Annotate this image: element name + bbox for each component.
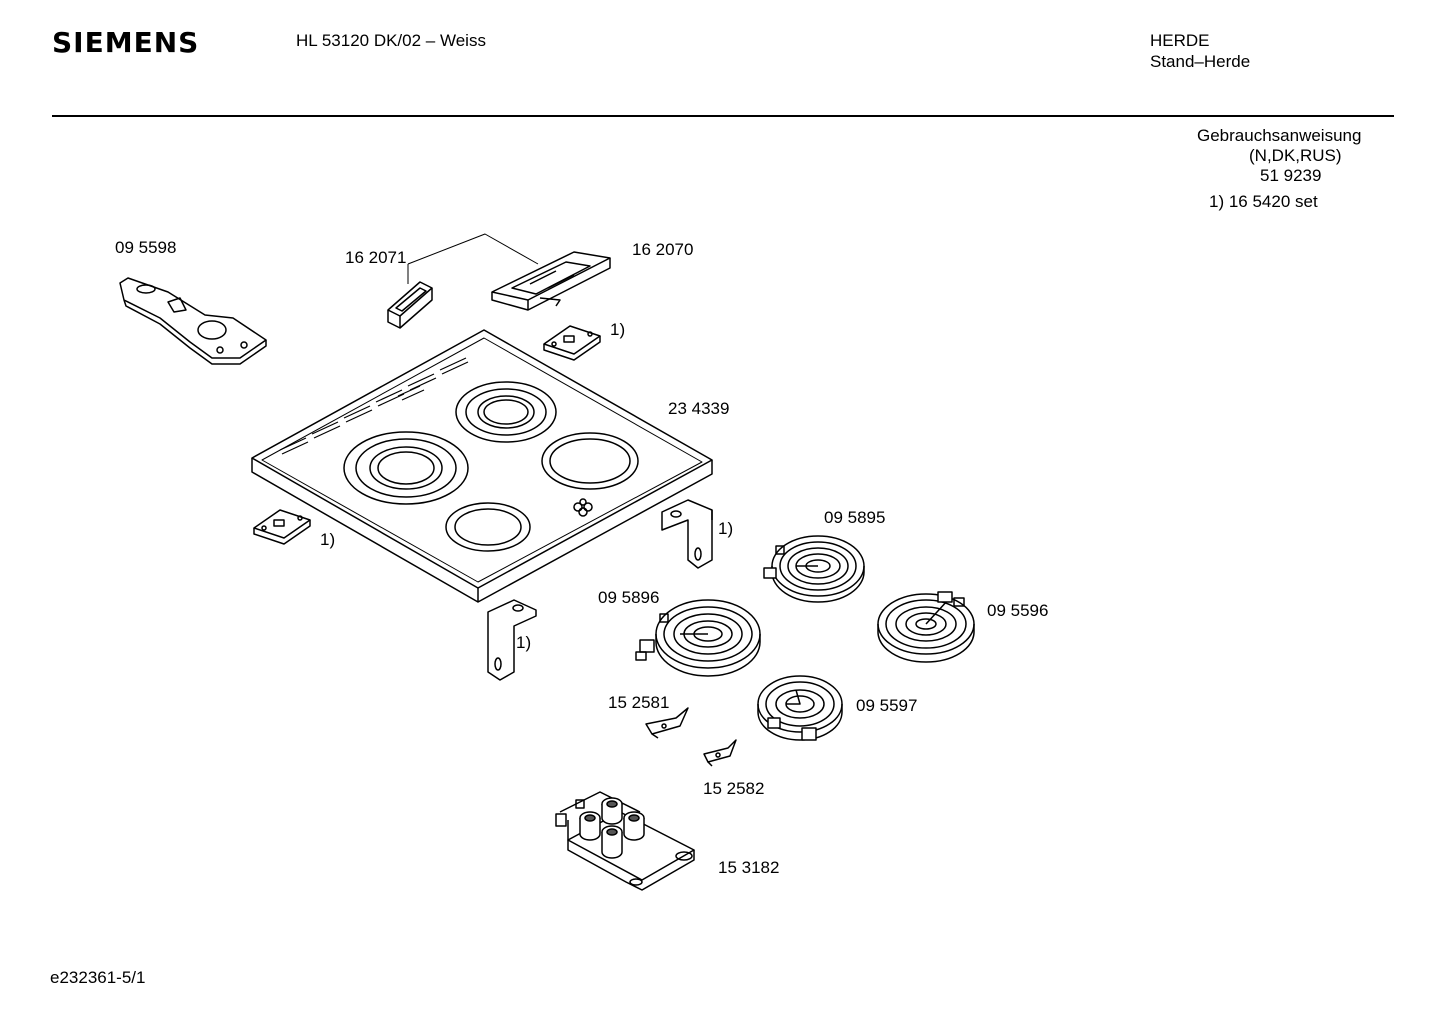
set-marker-right: 1) xyxy=(718,519,734,538)
heating-element-front-left xyxy=(636,600,760,676)
heating-element-rear-left xyxy=(764,536,864,602)
part-label-scraper: 09 5598 xyxy=(115,238,177,257)
bracket-left xyxy=(488,600,536,680)
manual-languages: (N,DK,RUS) xyxy=(1249,146,1342,165)
manual-label: Gebrauchsanweisung xyxy=(1197,126,1362,145)
set-footnote: 1) 16 5420 set xyxy=(1209,192,1318,211)
part-label-terminal-block: 15 3182 xyxy=(718,858,780,877)
part-label-button: 16 2071 xyxy=(345,248,407,267)
set-marker-upper: 1) xyxy=(610,320,626,339)
clip-upper xyxy=(544,326,600,360)
part-label-clip-2: 15 2582 xyxy=(703,779,765,798)
heating-element-front-right xyxy=(758,676,842,740)
manual-number: 51 9239 xyxy=(1260,166,1322,185)
part-label-control-panel: 16 2070 xyxy=(632,240,694,259)
glass-top-part xyxy=(252,330,712,602)
subcategory-label: Stand–Herde xyxy=(1150,52,1251,71)
model-title: HL 53120 DK/02 – Weiss xyxy=(296,31,486,50)
set-marker-bottom: 1) xyxy=(516,633,532,652)
part-label-glass-top: 23 4339 xyxy=(668,399,730,418)
clip-left xyxy=(254,510,310,544)
footer-code: e232361-5/1 xyxy=(50,968,146,987)
scraper-part xyxy=(120,278,266,364)
header-rule xyxy=(52,115,1394,117)
set-marker-left: 1) xyxy=(320,530,336,549)
button-part xyxy=(388,282,432,328)
heating-element-rear-right xyxy=(878,592,974,662)
part-label-element-front-right: 09 5597 xyxy=(856,696,918,715)
terminal-block-part xyxy=(556,792,694,890)
clip-part-1 xyxy=(646,708,688,738)
bracket-right xyxy=(662,500,712,568)
part-label-element-rear-left: 09 5895 xyxy=(824,508,886,527)
part-label-element-rear-right: 09 5596 xyxy=(987,601,1049,620)
part-label-element-front-left: 09 5896 xyxy=(598,588,660,607)
part-label-clip-1: 15 2581 xyxy=(608,693,670,712)
control-panel-part xyxy=(492,252,610,310)
category-label: HERDE xyxy=(1150,31,1210,50)
brand-logo: SIEMENS xyxy=(52,26,200,59)
clip-part-2 xyxy=(704,740,736,766)
